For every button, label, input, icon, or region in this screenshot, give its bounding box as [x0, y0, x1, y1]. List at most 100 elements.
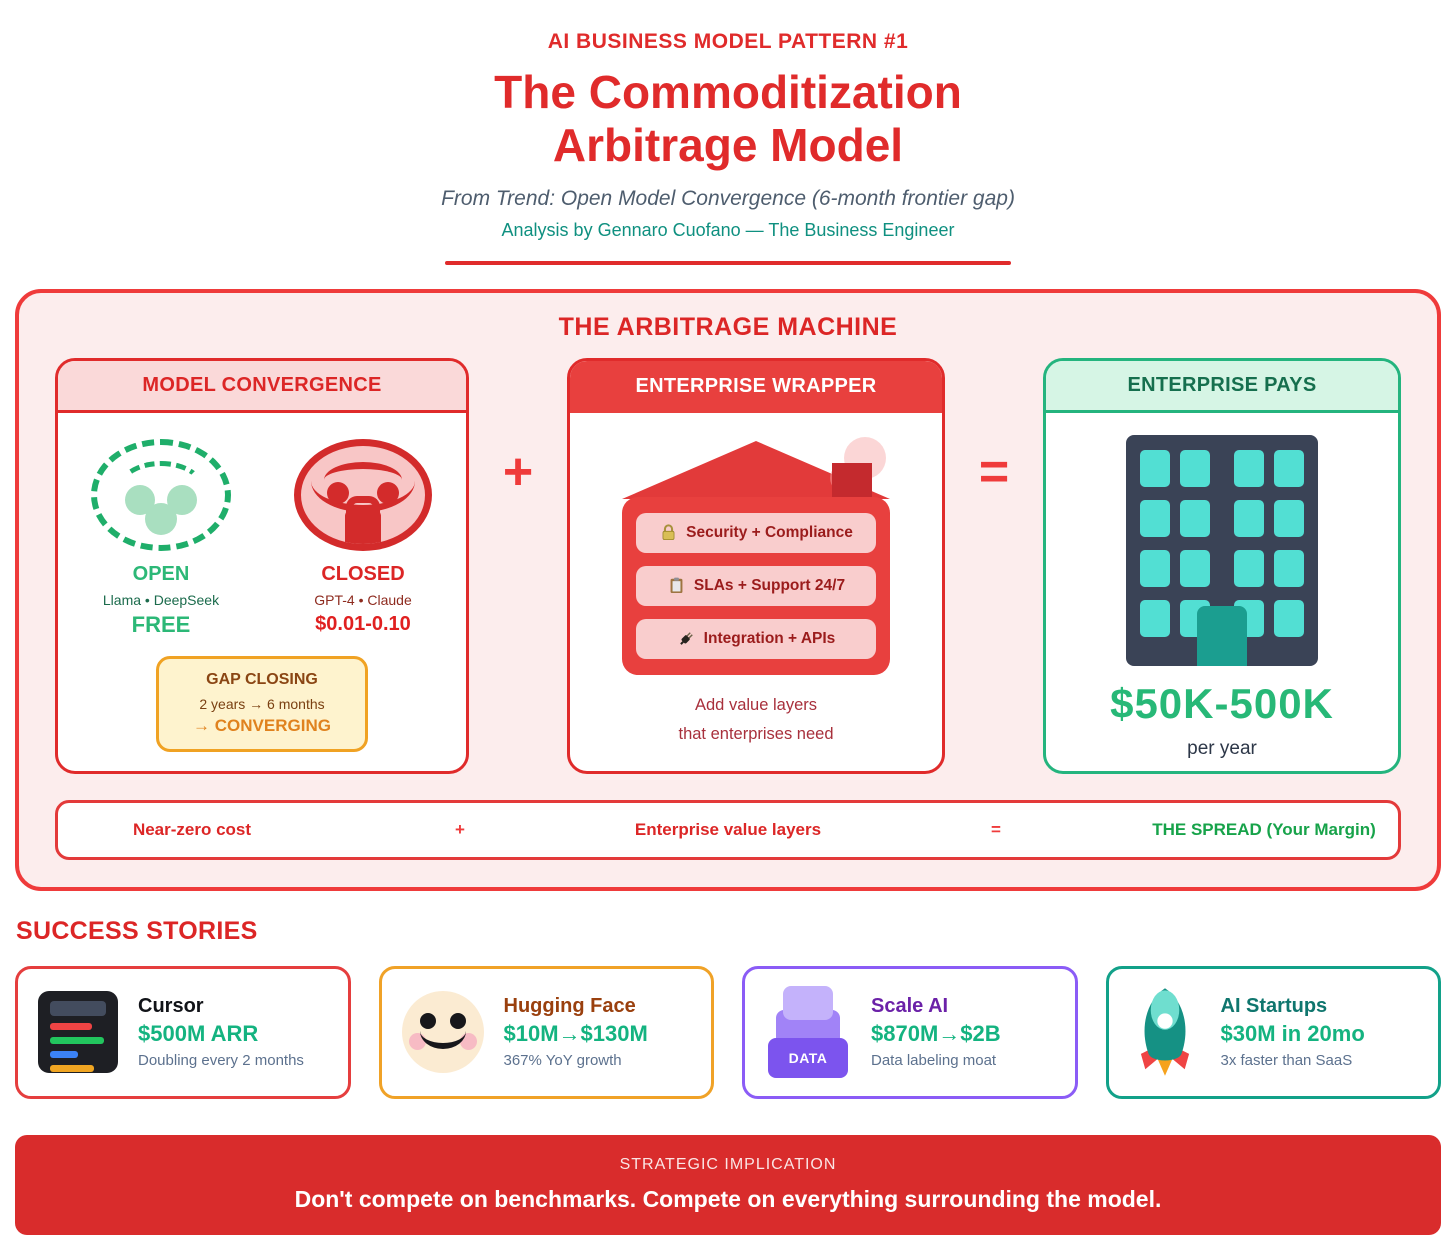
- open-models: Llama • DeepSeek: [102, 591, 220, 608]
- title-line-1: The Commoditization: [494, 66, 962, 118]
- banner-message: Don't compete on benchmarks. Compete on …: [294, 1186, 1162, 1213]
- pays-amount: $50K-500K: [1110, 679, 1334, 727]
- machine-title: THE ARBITRAGE MACHINE: [558, 312, 898, 341]
- layer-label: Integration + APIs: [703, 629, 836, 647]
- security-compliance-layer: Security + Compliance: [636, 512, 876, 553]
- plug-icon: [679, 632, 693, 646]
- open-model-column: OPEN Llama • DeepSeek FREE: [75, 435, 247, 638]
- header-divider: [445, 260, 1011, 265]
- open-price: FREE: [131, 611, 191, 637]
- building-window-row: [1140, 549, 1304, 587]
- story-metric: $500M ARR: [138, 1021, 259, 1047]
- formula-spread: THE SPREAD (Your Margin): [1152, 819, 1376, 839]
- success-stories-title: SUCCESS STORIES: [16, 916, 258, 945]
- gap-closing-result: → CONVERGING: [193, 715, 331, 735]
- closed-face-eye: [377, 481, 399, 504]
- pattern-kicker: AI BUSINESS MODEL PATTERN #1: [547, 30, 909, 53]
- closed-face-brow: [324, 461, 402, 498]
- integration-apis-layer: Integration + APIs: [636, 618, 876, 659]
- wrapper-caption: Add value layers that enterprises need: [586, 691, 926, 750]
- wrapper-caption-line-2: that enterprises need: [678, 725, 834, 744]
- formula-plus: +: [455, 819, 465, 839]
- story-card-ai-startups: AI Startups $30M in 20mo 3x faster than …: [1105, 965, 1441, 1099]
- story-card-cursor: Cursor $500M ARR Doubling every 2 months: [15, 965, 351, 1099]
- equals-operator: =: [978, 442, 1010, 501]
- story-metric: $30M in 20mo: [1220, 1021, 1365, 1047]
- story-note: Doubling every 2 months: [138, 1052, 304, 1070]
- story-note: 3x faster than SaaS: [1220, 1052, 1353, 1070]
- story-card-scale-ai: DATA Scale AI $870M→$2B Data labeling mo…: [742, 965, 1078, 1099]
- machine-cards-row: MODEL CONVERGENCE OPEN Llama • DeepSeek: [55, 357, 1401, 774]
- wrapper-caption-line-1: Add value layers: [695, 695, 817, 714]
- gap-closing-title: GAP CLOSING: [206, 670, 318, 688]
- model-convergence-card: MODEL CONVERGENCE OPEN Llama • DeepSeek: [55, 357, 469, 774]
- open-face-arc: [117, 460, 205, 517]
- story-text: Cursor $500M ARR Doubling every 2 months: [138, 995, 304, 1069]
- header: AI BUSINESS MODEL PATTERN #1 The Commodi…: [0, 0, 1456, 265]
- gap-closing-line: 2 years → 6 months: [199, 695, 325, 712]
- building-window-row: [1140, 449, 1304, 487]
- enterprise-pays-body: $50K-500K per year: [1046, 413, 1398, 760]
- clipboard-icon: [670, 577, 683, 594]
- enterprise-wrapper-card: ENTERPRISE WRAPPER Security + Compliance: [567, 357, 945, 774]
- closed-price: $0.01-0.10: [315, 612, 411, 635]
- editor-titlebar: [50, 1001, 106, 1017]
- layer-label: Security + Compliance: [686, 523, 853, 541]
- author-byline: Analysis by Gennaro Cuofano — The Busine…: [501, 219, 955, 240]
- story-card-hugging-face: Hugging Face $10M→$130M 367% YoY growth: [378, 965, 714, 1099]
- story-note: 367% YoY growth: [503, 1052, 622, 1070]
- closed-model-face-icon: [294, 438, 432, 551]
- model-convergence-header: MODEL CONVERGENCE: [58, 360, 466, 413]
- closed-face-eye: [327, 481, 349, 504]
- enterprise-pays-header: ENTERPRISE PAYS: [1046, 360, 1398, 413]
- story-name: AI Startups: [1220, 995, 1328, 1018]
- success-stories-row: Cursor $500M ARR Doubling every 2 months…: [15, 965, 1441, 1099]
- story-name: Cursor: [138, 995, 204, 1018]
- plus-operator: +: [502, 442, 534, 501]
- building-window-row: [1140, 499, 1304, 537]
- strategic-implication-banner: STRATEGIC IMPLICATION Don't compete on b…: [15, 1134, 1441, 1235]
- story-text: Hugging Face $10M→$130M 367% YoY growth: [504, 995, 648, 1069]
- hugging-face-icon: [401, 991, 484, 1074]
- title-line-2: Arbitrage Model: [552, 119, 904, 172]
- formula-cost: Near-zero cost: [132, 819, 252, 839]
- story-text: Scale AI $870M→$2B Data labeling moat: [871, 995, 1001, 1069]
- banner-kicker: STRATEGIC IMPLICATION: [619, 1156, 837, 1174]
- enterprise-wrapper-header: ENTERPRISE WRAPPER: [570, 360, 942, 413]
- story-text: AI Startups $30M in 20mo 3x faster than …: [1221, 995, 1365, 1069]
- lock-icon: [662, 524, 675, 541]
- slas-support-layer: SLAs + Support 24/7: [636, 565, 876, 606]
- rocket-icon: [1140, 988, 1189, 1077]
- open-model-face-icon: [91, 438, 231, 551]
- closed-label: CLOSED: [321, 562, 405, 585]
- arbitrage-machine-panel: THE ARBITRAGE MACHINE MODEL CONVERGENCE: [15, 288, 1441, 891]
- data-stack-label: DATA: [768, 1038, 848, 1079]
- building-door: [1197, 605, 1247, 666]
- formula-equals: =: [991, 819, 1001, 839]
- gap-closing-box: GAP CLOSING 2 years → 6 months → CONVERG…: [156, 655, 368, 752]
- faces-row: OPEN Llama • DeepSeek FREE: [72, 435, 452, 638]
- story-note: Data labeling moat: [871, 1052, 997, 1070]
- story-metric: $10M→$130M: [503, 1021, 648, 1047]
- data-stack-icon: DATA: [765, 986, 851, 1079]
- story-metric: $870M→$2B: [871, 1021, 1001, 1047]
- story-name: Scale AI: [871, 995, 949, 1018]
- trend-subtitle: From Trend: Open Model Convergence (6-mo…: [441, 186, 1015, 210]
- closed-model-column: CLOSED GPT-4 • Claude $0.01-0.10: [277, 435, 449, 638]
- formula-bar: Near-zero cost + Enterprise value layers…: [55, 799, 1401, 860]
- model-convergence-body: OPEN Llama • DeepSeek FREE: [58, 413, 466, 752]
- closed-models: GPT-4 • Claude: [314, 591, 412, 608]
- house-body: Security + Compliance SLAs + Support 24/…: [622, 496, 890, 675]
- enterprise-wrapper-body: Security + Compliance SLAs + Support 24/…: [570, 413, 942, 750]
- code-editor-icon: [38, 991, 118, 1074]
- house-icon: Security + Compliance SLAs + Support 24/…: [608, 436, 904, 675]
- open-label: OPEN: [132, 562, 190, 585]
- lock-icon: [345, 509, 381, 544]
- enterprise-pays-card: ENTERPRISE PAYS $50K-500K per year: [1043, 357, 1401, 774]
- page-title: The Commoditization Arbitrage Model: [0, 66, 1456, 173]
- story-name: Hugging Face: [503, 995, 636, 1018]
- office-building-icon: [1126, 434, 1318, 666]
- layer-label: SLAs + Support 24/7: [693, 576, 846, 594]
- formula-layers: Enterprise value layers: [634, 819, 822, 839]
